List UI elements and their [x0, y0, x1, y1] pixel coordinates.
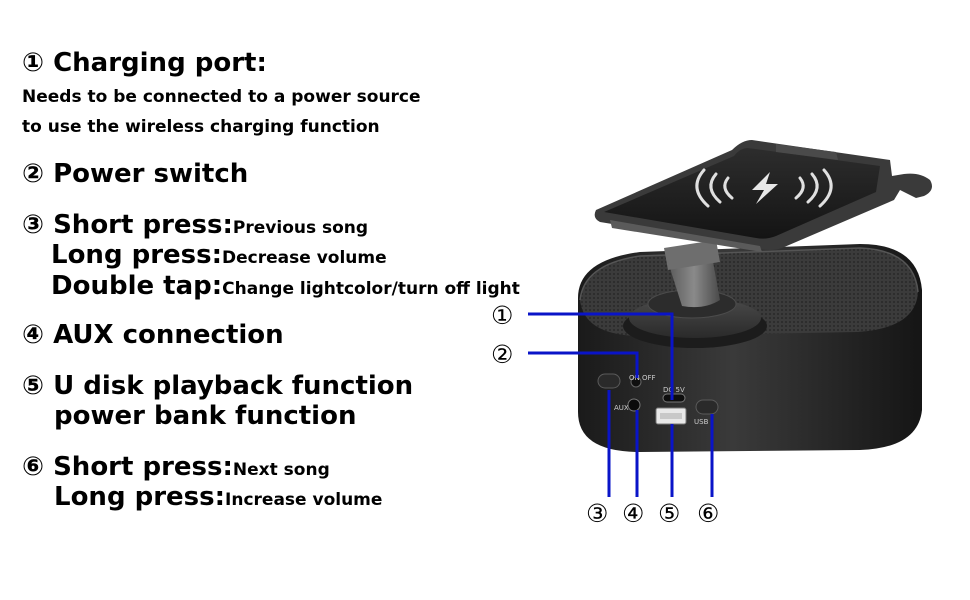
item6-row2: Long press:Increase volume — [54, 482, 382, 512]
usb-port-label: USB — [694, 418, 709, 426]
item3-marker: ③ — [22, 210, 45, 240]
item3-short-label: Short press: — [53, 210, 233, 240]
callout-lines — [528, 312, 714, 497]
item2-marker: ② — [22, 159, 45, 189]
callout-3: ③ — [586, 499, 608, 528]
lightning-bolt-icon — [752, 172, 778, 204]
item5-heading: ⑤ U disk playback function — [22, 371, 413, 401]
stand-neck — [664, 240, 720, 308]
item6-long-label: Long press: — [54, 482, 226, 512]
item1-heading: ① Charging port: — [22, 48, 267, 78]
callout-2: ② — [491, 340, 513, 369]
callout-line-1 — [528, 312, 674, 400]
item5-marker: ⑤ — [22, 371, 45, 401]
speaker-body — [578, 244, 922, 452]
item6-short-desc: Next song — [232, 460, 330, 480]
port-panel: ON OFF DC 5V AUX USB — [597, 373, 719, 426]
item1-desc-line2: to use the wireless charging function — [22, 117, 380, 137]
item5-title2: power bank function — [54, 401, 357, 431]
callout-5: ⑤ — [658, 499, 680, 528]
aux-port-label: AUX — [614, 404, 629, 412]
item1-marker: ① — [22, 48, 45, 78]
item6-row1: ⑥ Short press:Next song — [22, 452, 330, 482]
callout-1: ① — [491, 301, 513, 330]
wireless-charging-icon — [695, 168, 833, 208]
item6-long-desc: Increase volume — [225, 490, 383, 510]
item3-double-label: Double tap: — [51, 271, 223, 301]
callout-4: ④ — [622, 499, 644, 528]
item3-short-desc: Previous song — [232, 218, 369, 238]
item3-row2: Long press:Decrease volume — [51, 240, 387, 270]
callout-6: ⑥ — [697, 499, 719, 528]
item4-heading: ④ AUX connection — [22, 320, 284, 350]
item4-title: AUX connection — [53, 320, 284, 350]
item3-double-desc: Change lightcolor/turn off light — [222, 279, 520, 299]
item1-title: Charging port: — [53, 48, 267, 78]
wireless-charging-pad — [594, 140, 932, 252]
item3-long-desc: Decrease volume — [222, 248, 387, 268]
item3-row1: ③ Short press:Previous song — [22, 210, 368, 240]
dc-port-label: DC 5V — [663, 386, 685, 394]
item6-marker: ⑥ — [22, 452, 45, 482]
item6-short-label: Short press: — [53, 452, 233, 482]
item3-long-label: Long press: — [51, 240, 223, 270]
item2-title: Power switch — [53, 159, 249, 189]
item4-marker: ④ — [22, 320, 45, 350]
switch-port-label: ON OFF — [629, 374, 656, 382]
item1-desc-line1: Needs to be connected to a power source — [22, 87, 421, 107]
item5-title: U disk playback function — [53, 371, 414, 401]
callout-line-2 — [528, 351, 639, 378]
item2-heading: ② Power switch — [22, 159, 248, 189]
item3-row3: Double tap:Change lightcolor/turn off li… — [51, 271, 520, 301]
callout-numbers: ① ② ③ ④ ⑤ ⑥ — [491, 301, 719, 528]
